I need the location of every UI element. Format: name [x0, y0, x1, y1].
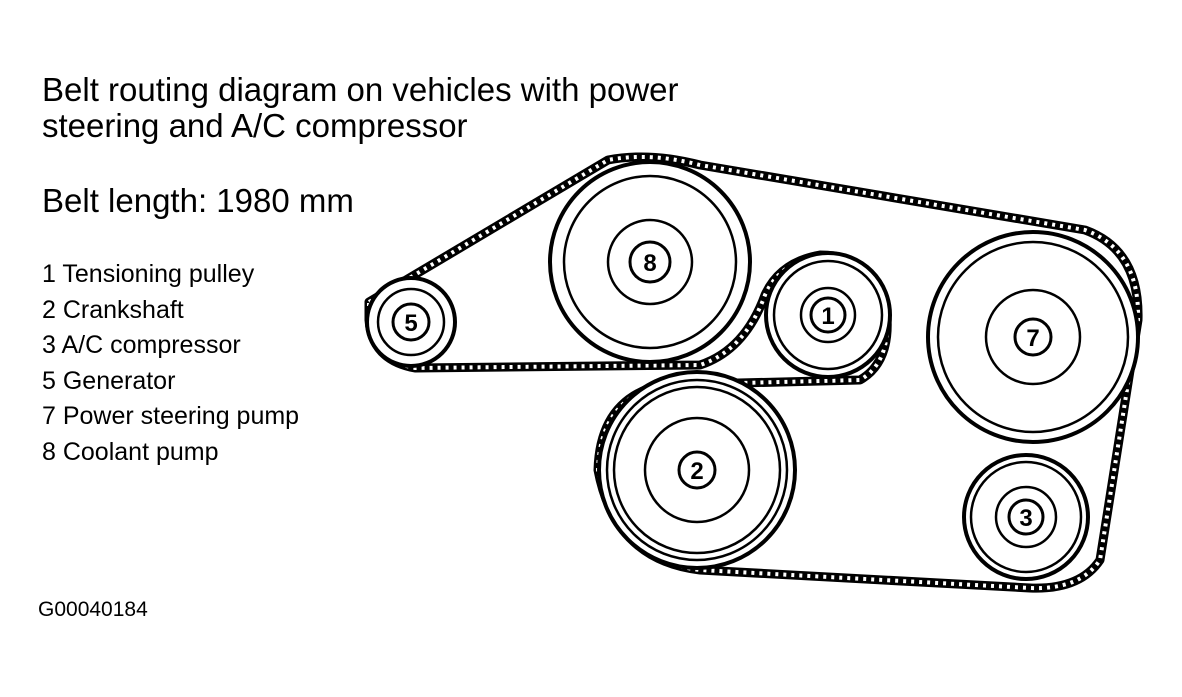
pulley-label-5: 5 [404, 310, 417, 337]
pulley-tensioning: 1 [764, 251, 892, 379]
legend-item-ac-compressor: 3 A/C compressor [42, 331, 241, 359]
figure-id: G00040184 [38, 598, 148, 621]
title-line-2: steering and A/C compressor [42, 107, 468, 144]
pulley-label-1: 1 [821, 303, 834, 330]
pulley-label-2: 2 [690, 458, 703, 485]
pulley-label-3: 3 [1019, 505, 1032, 532]
legend-item-tensioning-pulley: 1 Tensioning pulley [42, 260, 255, 288]
title-line-1: Belt routing diagram on vehicles with po… [42, 71, 679, 108]
pulley-label-7: 7 [1026, 325, 1039, 352]
legend-item-power-steering-pump: 7 Power steering pump [42, 402, 300, 430]
pulley-ac-compressor: 3 [962, 453, 1090, 581]
legend-item-coolant-pump: 8 Coolant pump [42, 437, 219, 466]
pulley-coolant-pump: 8 [548, 160, 752, 364]
pulley-crankshaft: 2 [597, 370, 797, 570]
belt-length: Belt length: 1980 mm [42, 182, 354, 219]
legend-item-generator: 5 Generator [42, 366, 176, 395]
legend-item-crankshaft: 2 Crankshaft [42, 295, 184, 324]
pulley-power-steering-pump: 7 [926, 230, 1140, 444]
pulley-label-8: 8 [643, 250, 656, 277]
pulley-generator: 5 [365, 276, 457, 368]
diagram-title: Belt routing diagram on vehicles with po… [42, 72, 679, 144]
legend: 1 Tensioning pulley 2 Crankshaft 3 A/C c… [42, 257, 299, 470]
